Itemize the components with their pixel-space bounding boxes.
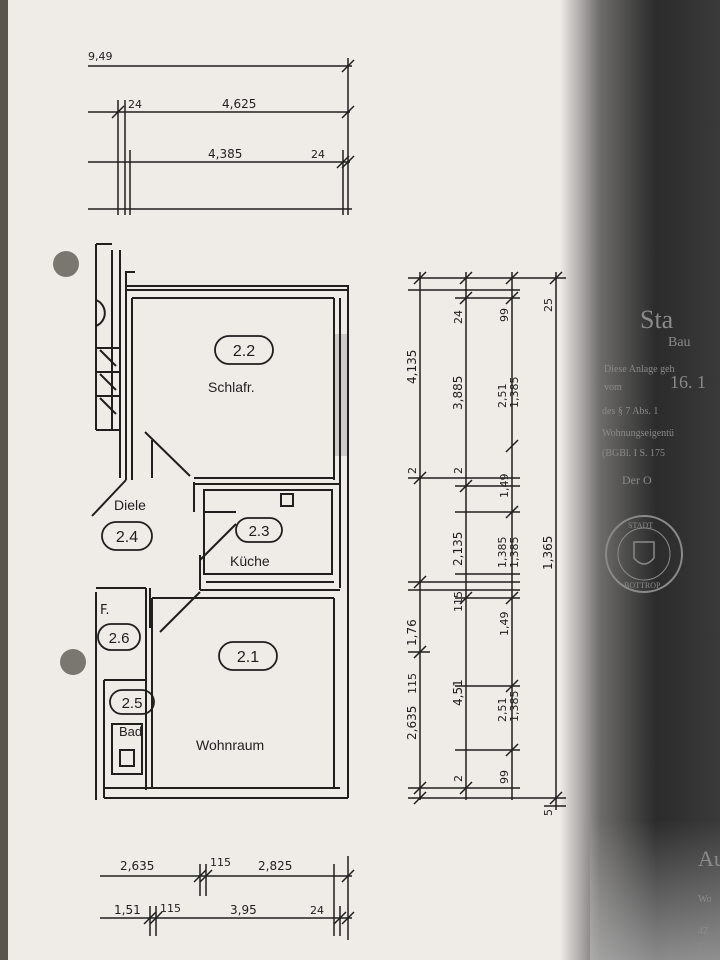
- dim-r1-d: 115: [406, 673, 419, 694]
- room-name-schlafraum: Schlafr.: [208, 379, 255, 395]
- room-id-2-5: 2.5: [122, 695, 143, 712]
- dim-r3-d: 1,49: [498, 474, 511, 499]
- dim-r3-b: 2,51: [496, 384, 509, 409]
- dim-r3-j: 99: [498, 770, 511, 784]
- dim-bot-row1-c: 2,825: [258, 859, 292, 873]
- stamp-title: Sta: [640, 305, 674, 334]
- stamp-line5: (BGBl. I S. 175: [602, 448, 665, 459]
- dim-r1-b: 2,635: [405, 706, 419, 740]
- official-stamp: Sta Bau Diese Anlage geh vom 16. 1 des §…: [602, 305, 720, 953]
- dim-r4-a: 25: [542, 298, 555, 312]
- dim-top-row2-b: 4,625: [222, 97, 256, 111]
- room-id-2-4: 2.4: [116, 529, 138, 546]
- stamp-line1: Diese Anlage geh: [604, 364, 675, 375]
- dim-bot-row2-a: 1,51: [114, 903, 141, 917]
- room-name-diele: Diele: [114, 497, 146, 513]
- dim-bot-row2-b: 115: [160, 902, 181, 915]
- dim-r2-d: 2,135: [451, 532, 465, 566]
- dim-r4-c: 5: [542, 809, 555, 816]
- dim-bot-row1-b: 115: [210, 856, 231, 869]
- seal-bottom-text: BOTTROP: [624, 581, 661, 590]
- dim-r3-g: 1,49: [498, 612, 511, 637]
- stamp-line2-prefix: vom: [604, 382, 622, 393]
- punch-hole-bottom: [60, 649, 86, 675]
- seal-inner: [617, 527, 671, 581]
- dim-r3-h: 2,51: [496, 698, 509, 723]
- stamp-line6: Der O: [622, 473, 652, 487]
- room-id-2-1: 2.1: [237, 649, 259, 666]
- room-id-2-6: 2.6: [109, 630, 130, 647]
- stamp-line4: Wohnungseigentü: [602, 428, 674, 439]
- stamp-bottom-title: Au: [698, 846, 720, 871]
- stamp-line2-value: 16. 1: [670, 372, 706, 392]
- dim-r2-c: 2: [452, 467, 465, 474]
- dim-r2-g: 2: [452, 775, 465, 782]
- dim-r1-a: 4,135: [405, 350, 419, 384]
- dim-r2-f: 4,51: [451, 679, 465, 706]
- room-id-2-3: 2.3: [249, 523, 270, 540]
- shadow-overlay: [560, 0, 720, 960]
- stamp-bottom-line1: Wo: [698, 894, 712, 905]
- dim-bot-row1-a: 2,635: [120, 859, 154, 873]
- seal-ring: [605, 515, 683, 593]
- stamp-line3: des § 7 Abs. 1: [602, 406, 658, 417]
- dim-r3-c: 1,385: [508, 377, 521, 409]
- room-name-kueche: Küche: [230, 553, 270, 569]
- dim-r2-e: 115: [452, 591, 465, 612]
- dim-r3-f: 1,385: [508, 537, 521, 569]
- dim-r2-b: 3,885: [451, 376, 465, 410]
- room-name-wohnraum: Wohnraum: [196, 737, 264, 753]
- dim-r3-i: 1,385: [508, 691, 521, 723]
- seal-top-text: STADT: [628, 521, 653, 530]
- seal-crest-icon: [633, 541, 655, 565]
- punch-hole-top: [53, 251, 79, 277]
- walls: [91, 243, 349, 800]
- right-dimensions: [408, 271, 566, 810]
- dim-r3-a: 99: [498, 308, 511, 322]
- dim-top-total: 9,49: [88, 50, 113, 63]
- dim-top-row3-a: 4,385: [208, 147, 242, 161]
- dim-r2-a: 24: [452, 310, 465, 324]
- dim-r4-b: 1,365: [541, 536, 555, 570]
- dim-r1-e: 2: [406, 467, 419, 474]
- dim-bot-row2-d: 24: [310, 904, 324, 917]
- dim-top-row2-a: 24: [128, 98, 142, 111]
- room-id-2-2: 2.2: [233, 343, 255, 360]
- dim-bot-row2-c: 3,95: [230, 903, 257, 917]
- stamp-subtitle: Bau: [668, 335, 691, 350]
- stamp-bottom-line2: 4Z: [698, 926, 709, 937]
- dim-top-row3-b: 24: [311, 148, 325, 161]
- right-dimension-labels: 4,135 2,635 1,76 115 2 24 3,885 2 2,135 …: [405, 298, 555, 816]
- room-tags: 2.2 Schlafr. 2.3 Küche Diele 2.4 2.1 Woh…: [97, 335, 283, 753]
- room-name-bad: Bad: [119, 724, 142, 739]
- room-name-f: F.: [100, 603, 110, 618]
- top-dimensions: [88, 58, 355, 215]
- bottom-dimensions: [100, 856, 355, 940]
- shadow-bottom: [590, 820, 720, 960]
- stamp-bottom-line3: Flu: [698, 942, 711, 953]
- dim-r3-e: 1,385: [496, 537, 509, 569]
- dim-r1-c: 1,76: [405, 619, 419, 646]
